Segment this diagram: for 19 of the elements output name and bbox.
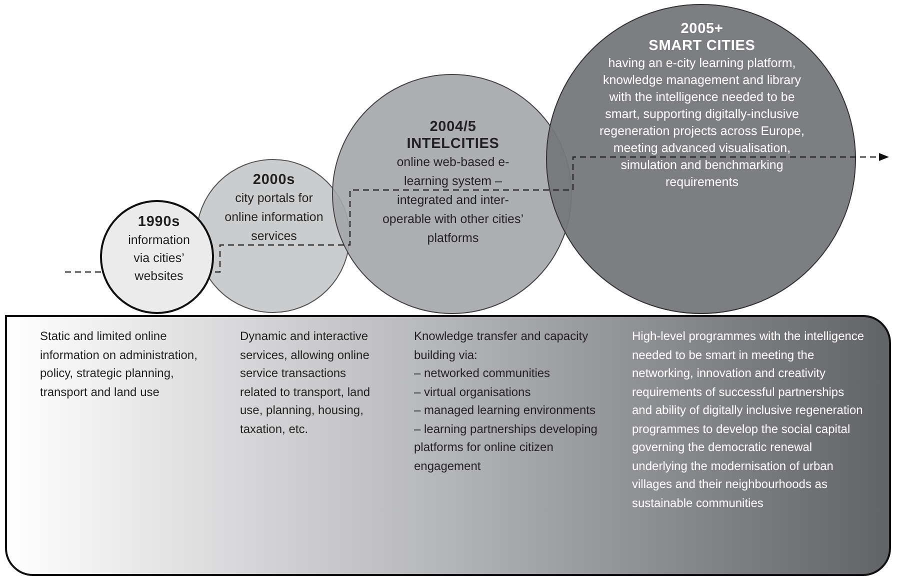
description-text: – learning partnerships developing platforms for online citizen engagement [414,420,598,474]
description-text: – managed learning environments [414,402,596,419]
description-text: High-level programmes with the intelligence needed to be smart in meeting the networking, innovation and creativity requirements of successful partnerships and ability of digitally inclusive regeneration programmes to develop the social capital governing the democratic renewal underlying the modernisation of urban villages and their neighbourhoods as sustainable communities [632,328,866,512]
stage-heading: 2005+ [680,21,724,38]
description-panel [5,315,891,576]
stage-description: having an e-city learning platform, knowledge management and library with the intelligence needed to be smart, supporting digitally-inclusive regeneration projects across Europe, meeting advanced visualisation, simulation and benchmarking requirements [598,55,806,191]
description-text: – networked communities [414,365,552,382]
stage-heading: 1990s [138,214,180,231]
stage-heading: SMART CITIES [648,38,756,55]
stage-heading: 2004/5 [430,119,476,136]
description-text: – virtual organisations [414,384,532,400]
stage-heading: INTELCITIES [406,136,500,153]
description-text: Dynamic and interactive services, allowing online service transactions related to transport, land use, planning, housing, taxation, etc. [240,328,372,438]
stage-description: city portals for online information services [224,190,324,245]
description-text: Knowledge transfer and capacity building via: [414,328,590,364]
stage-heading: 2000s [252,172,296,189]
description-text: Static and limited online information on administration, policy, strategic planning, transport and land use [40,328,198,400]
stage-description: information via cities’ websites [127,232,191,285]
stage-description: online web-based e-learning system – integrated and inter-operable with other cities’ platforms [381,154,525,247]
